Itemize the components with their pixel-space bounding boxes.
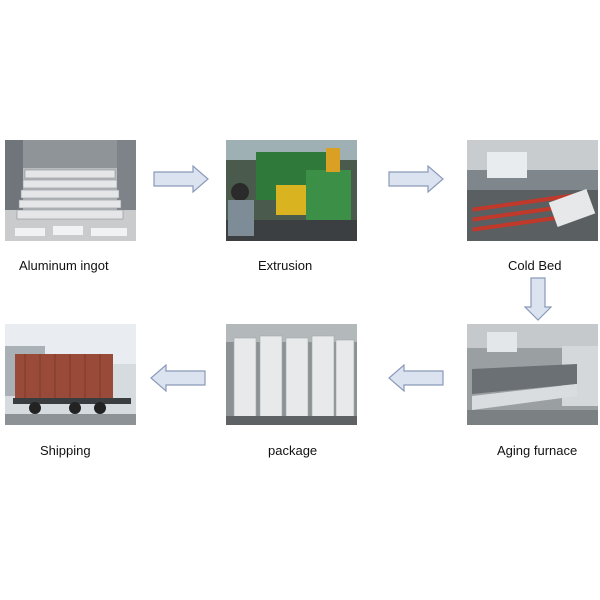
left-arrow-icon <box>388 364 444 392</box>
shipping-container-truck-photo <box>5 324 136 425</box>
extrusion-press-photo <box>226 140 357 241</box>
down-arrow-icon <box>524 277 552 321</box>
step-label-cold-bed: Cold Bed <box>508 258 562 273</box>
cold-bed-conveyor-photo <box>467 140 598 241</box>
step-label-package: package <box>268 443 318 458</box>
step-label-aging-furnace: Aging furnace <box>497 443 578 458</box>
right-arrow-icon <box>153 165 209 193</box>
aluminum-ingot-stack-photo <box>5 140 136 241</box>
left-arrow-icon <box>150 364 206 392</box>
packaged-profiles-photo <box>226 324 357 425</box>
step-label-shipping: Shipping <box>40 443 91 458</box>
right-arrow-icon <box>388 165 444 193</box>
aging-furnace-photo <box>467 324 598 425</box>
step-label-extrusion: Extrusion <box>258 258 313 273</box>
step-label-aluminum-ingot: Aluminum ingot <box>19 258 109 273</box>
